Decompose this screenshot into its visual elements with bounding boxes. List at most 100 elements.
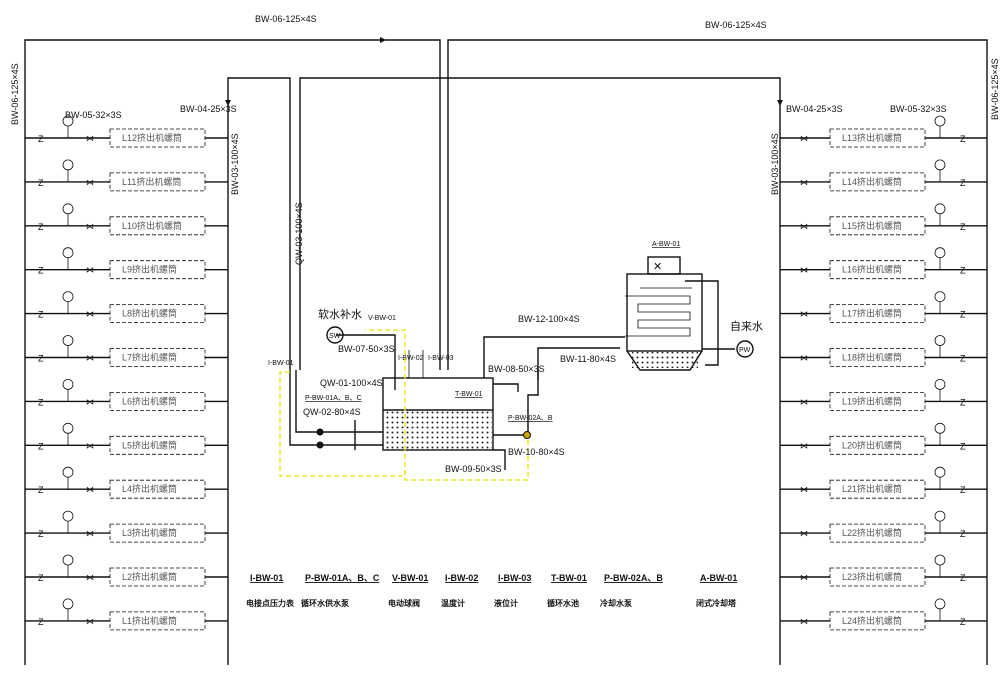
check-valve-icon: Z [38, 441, 44, 451]
pipe-label-main-vert-left: BW-06-125×4S [10, 63, 20, 125]
check-valve-icon: Z [960, 310, 966, 320]
pressure-gauge-icon [934, 422, 946, 434]
pipe-label-bw12: BW-12-100×4S [518, 314, 580, 324]
pressure-gauge-icon [934, 203, 946, 215]
pressure-gauge-icon [62, 115, 74, 127]
valve-icon: ⋈ [86, 529, 94, 538]
pipe-label-branch-out-right: BW-05-32×3S [890, 104, 947, 114]
extruder-barrel-box [109, 523, 206, 543]
valve-icon: ⋈ [86, 397, 94, 406]
pipe-label-bw11: BW-11-80×4S [560, 354, 616, 364]
valve-icon: ⋈ [86, 617, 94, 626]
extruder-barrel-box [109, 567, 206, 587]
pressure-gauge-icon [62, 598, 74, 610]
unit-label: L1挤出机螺筒 [122, 615, 177, 626]
extruder-barrel-box [829, 567, 926, 587]
a-bw-01-tag: A-BW-01 [652, 241, 680, 248]
pressure-gauge-icon [934, 466, 946, 478]
legend-name: 冷却水泵 [600, 598, 632, 608]
check-valve-icon: Z [960, 397, 966, 407]
extruder-barrel-box [109, 216, 206, 236]
extruder-barrel-box [109, 391, 206, 411]
unit-label: L18挤出机螺筒 [842, 352, 902, 363]
pressure-gauge-icon [934, 115, 946, 127]
pressure-gauge-icon [62, 554, 74, 566]
unit-label: L3挤出机螺筒 [122, 527, 177, 538]
legend-code: P-BW-01A、B、C [305, 573, 380, 583]
circulating-water-tank [382, 377, 494, 451]
pressure-gauge-icon [62, 203, 74, 215]
pressure-gauge-icon [62, 291, 74, 303]
sw-label: SW [329, 333, 341, 340]
unit-label: L23挤出机螺筒 [842, 571, 902, 582]
legend-code: P-BW-02A、B [604, 573, 663, 583]
valve-icon: ⋈ [800, 266, 808, 275]
pump-icon [316, 441, 324, 449]
pressure-gauge-icon [62, 335, 74, 346]
check-valve-icon: Z [960, 222, 966, 232]
p-bw-02-tag: P-BW-02A、B [508, 415, 553, 422]
check-valve-icon: Z [960, 441, 966, 451]
unit-label: L22挤出机螺筒 [842, 527, 902, 538]
valve-icon: ⋈ [86, 134, 94, 143]
legend-code: T-BW-01 [551, 573, 587, 583]
valve-icon: ⋈ [86, 178, 94, 187]
valve-icon: ⋈ [800, 134, 808, 143]
valve-icon: ⋈ [86, 485, 94, 494]
extruder-barrel-box [109, 611, 206, 631]
unit-label: L24挤出机螺筒 [842, 615, 902, 626]
valve-icon: ⋈ [800, 222, 808, 231]
unit-label: L5挤出机螺筒 [122, 439, 177, 450]
legend-name: 闭式冷却塔 [696, 598, 737, 608]
pipe-label-bw08: BW-08-50×3S [488, 364, 545, 374]
extruder-barrel-box [109, 479, 206, 499]
unit-label: L4挤出机螺筒 [122, 483, 177, 494]
extruder-barrel-box [109, 348, 206, 367]
extruder-barrel-box [829, 479, 926, 499]
pressure-gauge-icon [62, 510, 74, 522]
legend-name: 温度计 [441, 598, 465, 608]
extruder-barrel-box [829, 391, 926, 411]
check-valve-icon: Z [38, 573, 44, 583]
valve-icon: ⋈ [86, 573, 94, 582]
pipe-label-bw07: BW-07-50×3S [338, 344, 395, 354]
extruder-barrel-box [829, 304, 926, 324]
unit-label: L13挤出机螺筒 [842, 132, 902, 143]
check-valve-icon: Z [960, 573, 966, 583]
valve-icon: ⋈ [800, 441, 808, 450]
check-valve-icon: Z [38, 529, 44, 539]
unit-label: L16挤出机螺筒 [842, 264, 902, 275]
check-valve-icon: Z [38, 617, 44, 627]
check-valve-icon: Z [960, 529, 966, 539]
valve-icon: ⋈ [86, 441, 94, 450]
check-valve-icon: Z [38, 266, 44, 276]
pipe-label-main-vert-right: BW-06-125×4S [990, 58, 1000, 120]
pipe-label-header-left: BW-03-100×4S [230, 133, 240, 195]
i-bw-03-tag: I-BW-03 [428, 355, 454, 362]
extruder-barrel-box [829, 260, 926, 280]
pipe-label-qw02: QW-02-80×4S [303, 407, 361, 417]
i-bw-02-tag: I-BW-02 [398, 355, 424, 362]
pressure-gauge-icon [62, 159, 74, 171]
i-bw-01-tag: I-BW-01 [268, 360, 294, 367]
pump-icon [316, 428, 324, 436]
cooling-tower: ✕ [625, 256, 735, 371]
legend-name: 电动球阀 [388, 598, 420, 608]
unit-label: L17挤出机螺筒 [842, 308, 902, 319]
pipe-label-header-right: BW-03-100×4S [770, 133, 780, 195]
valve-icon: ⋈ [800, 617, 808, 626]
pressure-gauge-icon [62, 466, 74, 478]
legend-code: I-BW-03 [498, 573, 531, 583]
unit-label: L14挤出机螺筒 [842, 176, 902, 187]
unit-label: L20挤出机螺筒 [842, 439, 902, 450]
unit-label: L21挤出机螺筒 [842, 483, 902, 494]
tap-water-label: 自来水 [730, 320, 763, 333]
valve-icon: ⋈ [800, 354, 808, 363]
valve-icon: ⋈ [800, 178, 808, 187]
unit-label: L9挤出机螺筒 [122, 264, 177, 275]
check-valve-icon: Z [38, 310, 44, 320]
